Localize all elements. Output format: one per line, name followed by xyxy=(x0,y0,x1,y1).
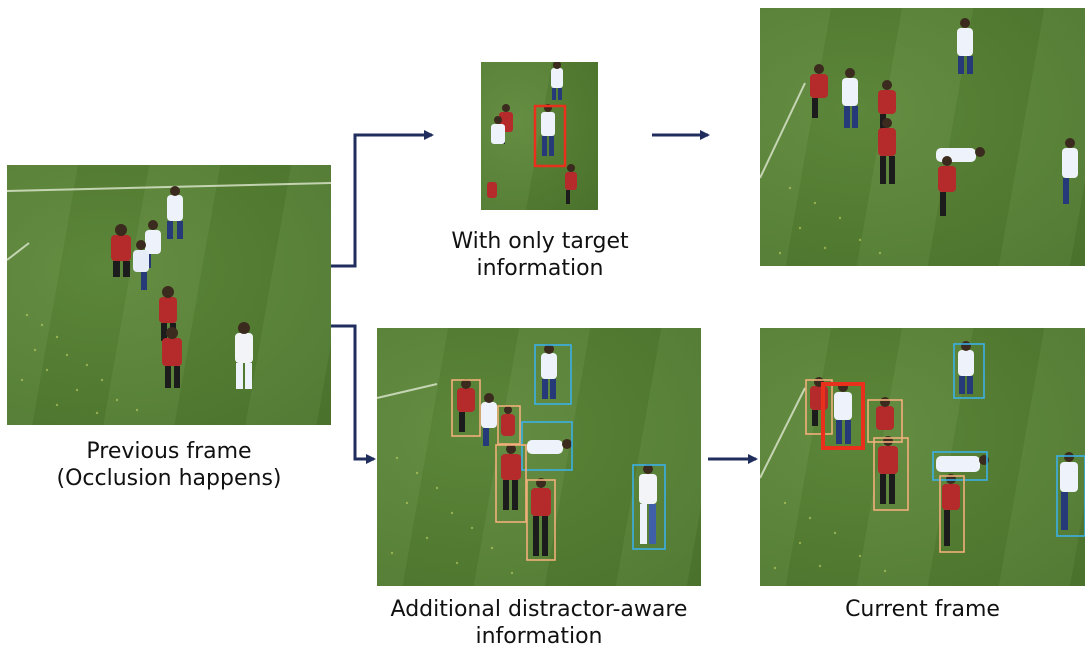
player-white xyxy=(527,439,572,454)
player-red xyxy=(878,118,896,184)
distractor-box-orange xyxy=(805,379,833,435)
distractor-box-orange xyxy=(495,444,527,523)
caption-line: Current frame xyxy=(845,597,1000,622)
distractor-box-blue xyxy=(953,343,985,399)
target-box xyxy=(533,104,567,168)
caption-previous-frame: Previous frame (Occlusion happens) xyxy=(7,438,331,492)
player-white xyxy=(936,455,989,472)
player-red xyxy=(810,64,828,118)
player-red xyxy=(938,156,956,216)
player-red xyxy=(531,478,551,556)
caption-line: With only target xyxy=(451,229,629,254)
target-only-result-image xyxy=(760,8,1085,266)
crowd-dots xyxy=(20,313,139,415)
caption-line: (Occlusion happens) xyxy=(56,466,282,491)
distractor-box-orange xyxy=(526,479,556,561)
player-red xyxy=(487,182,497,198)
previous-frame-scene xyxy=(7,182,331,415)
player-red xyxy=(457,379,475,432)
current-frame-image xyxy=(760,328,1085,586)
player-white xyxy=(957,18,973,74)
target-box xyxy=(821,382,865,450)
distractor-box-blue xyxy=(521,421,573,471)
player-red xyxy=(501,444,521,510)
target-only-image xyxy=(481,62,598,210)
player-red xyxy=(111,224,131,277)
distractor-box-blue xyxy=(632,464,666,550)
distractor-aware-scene xyxy=(377,344,666,575)
caption-line: Additional distractor-aware xyxy=(390,597,688,622)
target-only-scene xyxy=(487,62,577,204)
player-white xyxy=(1060,452,1078,530)
current-frame-scene xyxy=(760,341,1085,573)
caption-distractor-aware: Additional distractor-aware information xyxy=(350,596,728,650)
crowd-dots xyxy=(390,456,514,575)
player-red xyxy=(942,474,960,546)
distractor-box-orange xyxy=(873,437,909,511)
target-only-result-scene xyxy=(760,18,1078,255)
player-white xyxy=(133,240,149,290)
caption-line: Previous frame xyxy=(86,439,252,464)
caption-current-frame: Current frame xyxy=(760,596,1085,623)
player-white xyxy=(842,68,858,128)
player-red xyxy=(162,327,182,388)
player-white xyxy=(491,116,505,144)
player-white xyxy=(639,464,657,544)
distractor-aware-image xyxy=(377,328,701,586)
caption-target-only: With only target information xyxy=(420,228,660,282)
crowd-dots xyxy=(773,501,887,573)
player-red xyxy=(876,397,894,430)
distractor-box-blue xyxy=(534,344,572,405)
distractor-box-orange xyxy=(451,379,481,437)
player-white xyxy=(1062,138,1078,204)
player-white xyxy=(481,393,497,446)
player-white xyxy=(551,62,563,100)
previous-frame-image xyxy=(7,165,331,425)
player-red xyxy=(501,406,515,436)
distractor-box-blue xyxy=(932,451,988,481)
caption-line: information xyxy=(475,624,603,649)
player-white xyxy=(834,382,852,444)
player-white xyxy=(235,322,253,389)
distractor-box-orange xyxy=(867,399,903,443)
player-white xyxy=(958,341,974,394)
caption-line: information xyxy=(476,256,604,281)
distractor-box-blue xyxy=(1056,455,1085,537)
player-red xyxy=(878,436,898,504)
player-white xyxy=(541,344,557,399)
player-red xyxy=(565,164,577,204)
distractor-box-orange xyxy=(939,475,965,553)
arrow-to-distractor-aware xyxy=(331,324,376,464)
distractor-box-orange xyxy=(497,405,521,445)
player-white xyxy=(541,104,555,156)
player-white xyxy=(167,186,183,239)
crowd-dots xyxy=(778,186,882,255)
arrow-to-target-only xyxy=(331,130,434,268)
